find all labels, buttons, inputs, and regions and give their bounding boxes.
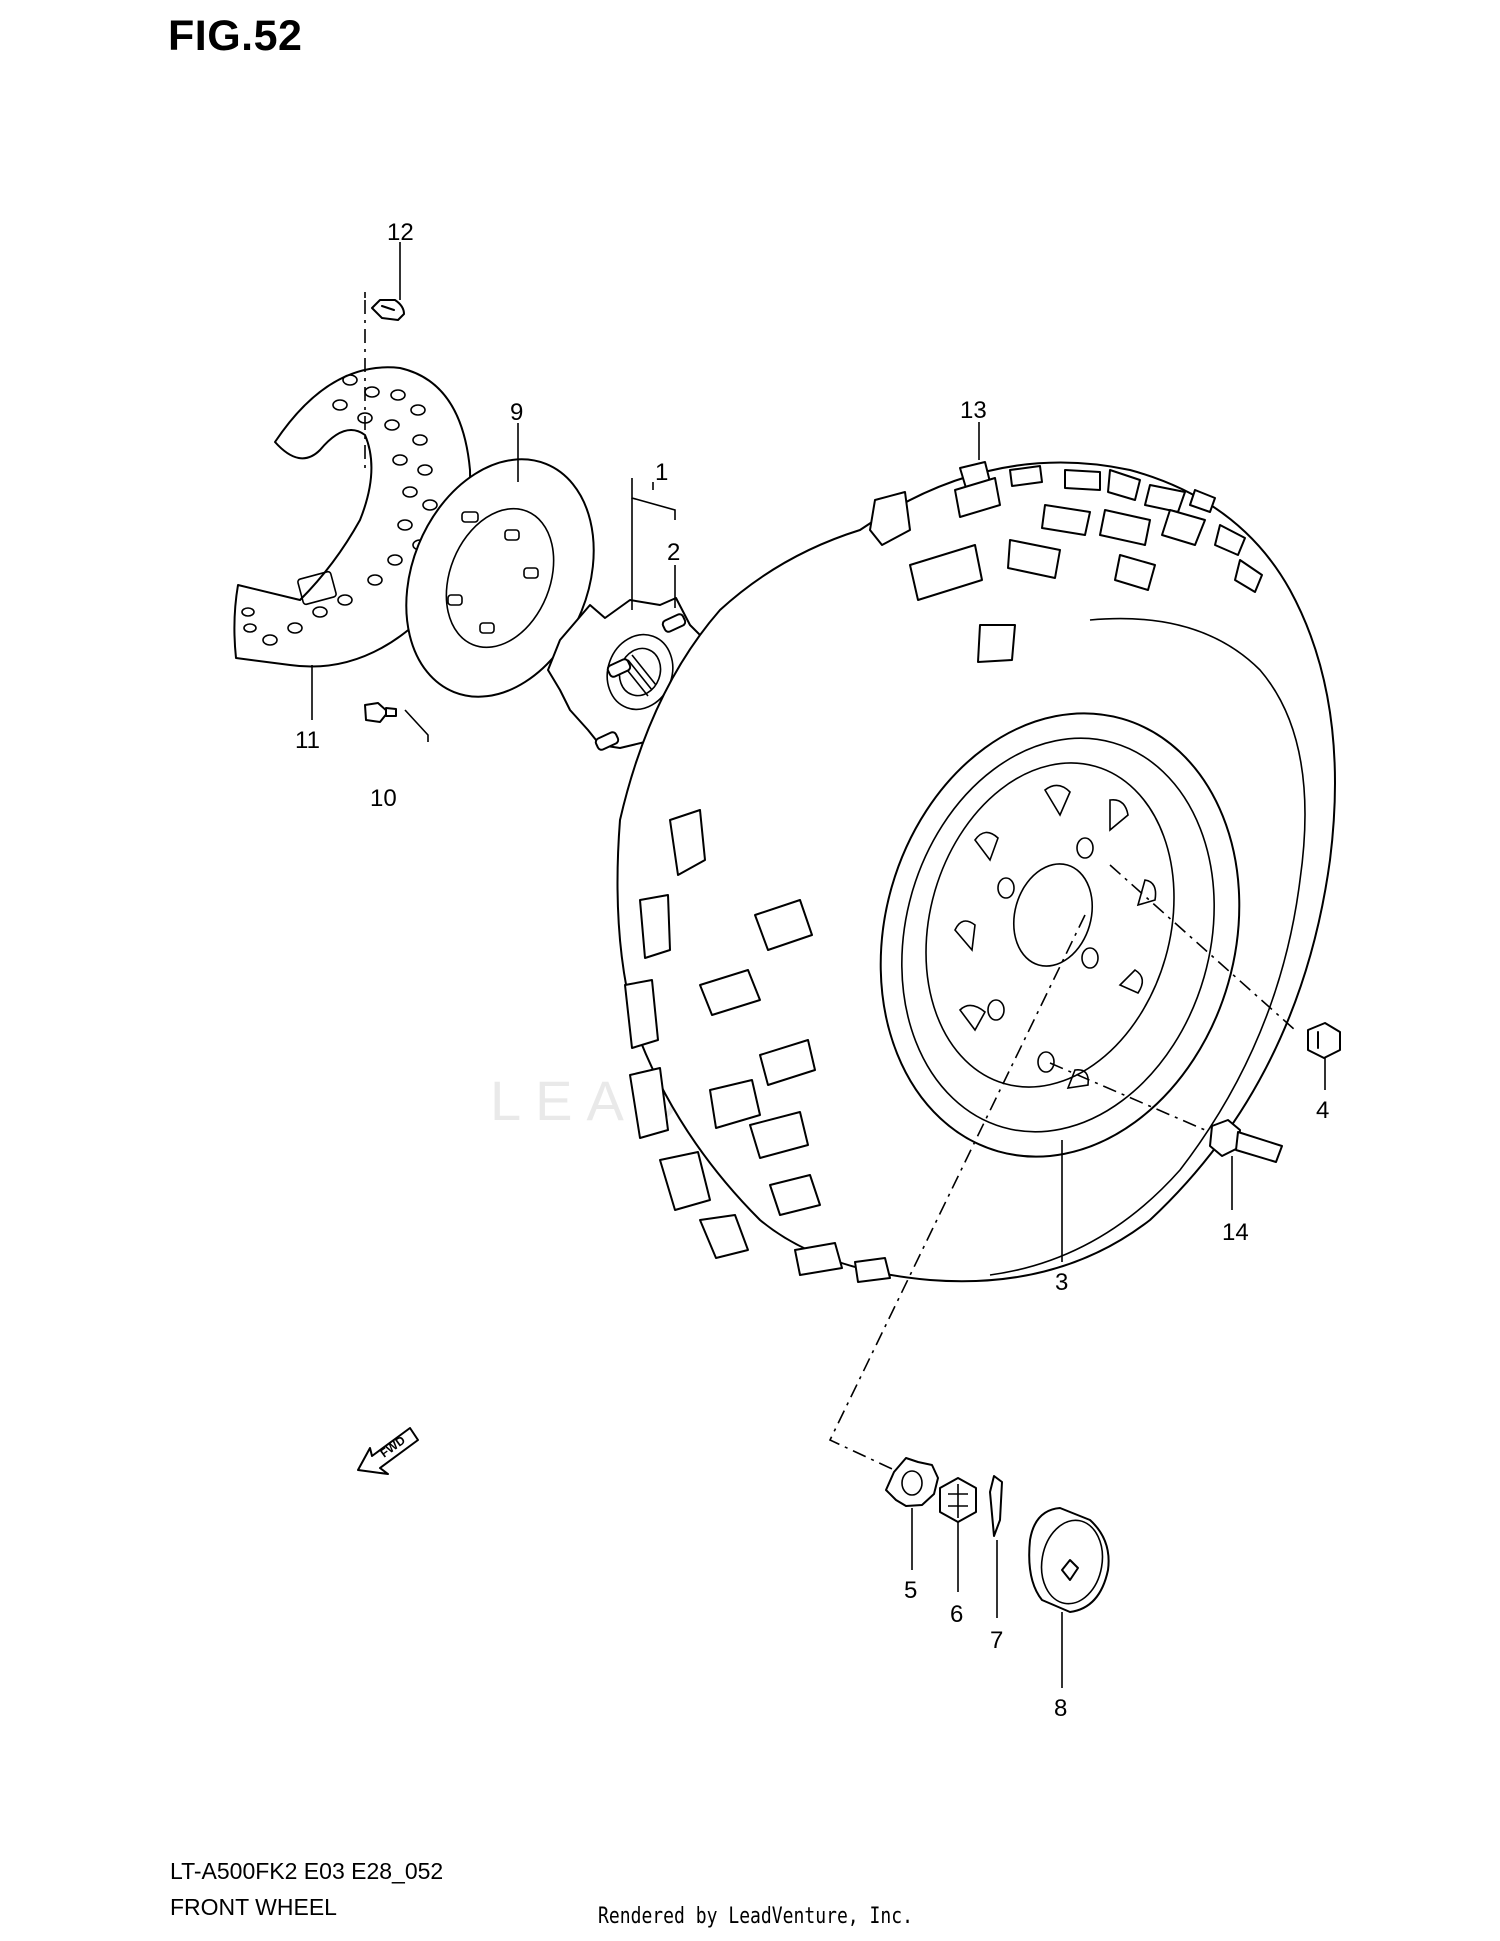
callout-4: 4	[1316, 1097, 1329, 1124]
figure-title: FIG.52	[168, 12, 303, 60]
fwd-arrow: FWD	[357, 1427, 419, 1475]
callout-3: 3	[1055, 1269, 1068, 1296]
callout-1: 1	[655, 459, 668, 486]
callout-12: 12	[387, 219, 414, 246]
callout-2: 2	[667, 539, 680, 566]
callout-13: 13	[960, 397, 987, 424]
rendered-by-credit: Rendered by LeadVenture, Inc.	[598, 1904, 913, 1929]
callout-14: 14	[1222, 1219, 1249, 1246]
disc-bolt-10-part[interactable]	[364, 702, 429, 742]
callout-10: 10	[370, 785, 397, 812]
wheel-rim-part[interactable]	[830, 670, 1290, 1199]
washer-part[interactable]	[885, 1457, 939, 1570]
model-code: LT-A500FK2 E03 E28_052	[170, 1858, 444, 1884]
callout-9: 9	[510, 399, 523, 426]
section-name: FRONT WHEEL	[170, 1894, 337, 1920]
castle-nut-part[interactable]	[939, 1477, 977, 1592]
callout-8: 8	[1054, 1695, 1067, 1722]
callout-11: 11	[295, 727, 320, 754]
callout-6: 6	[950, 1601, 963, 1628]
hub-cap-part[interactable]	[1028, 1507, 1110, 1688]
nut-leader	[1109, 864, 1296, 1031]
callout-5: 5	[904, 1577, 917, 1604]
valve-part[interactable]	[1209, 1119, 1283, 1210]
bolt-12-part[interactable]	[371, 299, 405, 321]
hub-callout-bracket	[631, 478, 676, 610]
cotter-pin-part[interactable]	[989, 1475, 1003, 1618]
callout-7: 7	[990, 1627, 1003, 1654]
wheel-nut-part[interactable]	[1307, 1022, 1341, 1090]
brake-disc-part[interactable]	[372, 431, 627, 725]
axle-leader	[828, 914, 1086, 1476]
